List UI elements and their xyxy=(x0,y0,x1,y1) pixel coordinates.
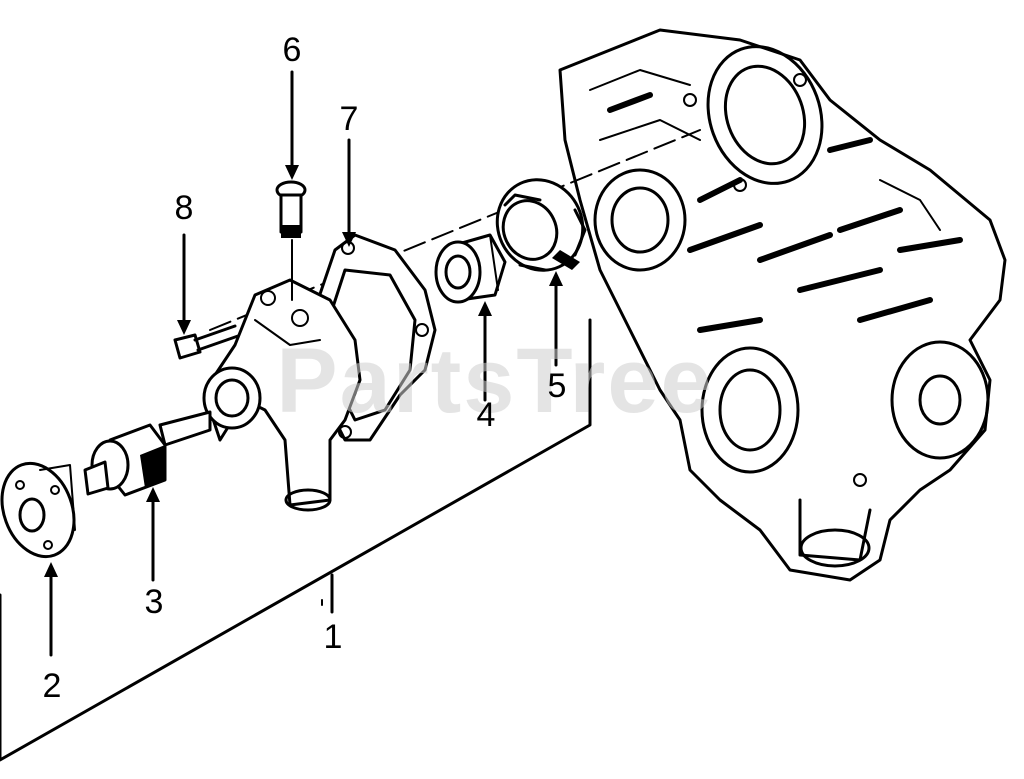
water-pump-body xyxy=(202,278,362,512)
callout-7: 7 xyxy=(340,100,359,138)
engine-block xyxy=(558,28,1007,582)
bolt xyxy=(173,324,240,360)
callout-3: 3 xyxy=(145,583,164,621)
assembly-axis xyxy=(209,129,701,331)
callout-6: 6 xyxy=(283,31,302,69)
pulley-flange xyxy=(0,461,76,559)
callout-8: 8 xyxy=(175,189,194,227)
watermark: PartsTree xyxy=(276,330,713,432)
impeller xyxy=(495,178,587,272)
leader-lines xyxy=(0,70,592,762)
callout-4: 4 xyxy=(477,396,496,434)
callout-5: 5 xyxy=(548,367,567,405)
shaft-bearing xyxy=(83,410,212,497)
callout-2: 2 xyxy=(43,667,62,705)
mechanical-seal xyxy=(434,233,507,304)
callout-1: 1 xyxy=(324,618,343,656)
pipe-fitting xyxy=(275,180,307,238)
